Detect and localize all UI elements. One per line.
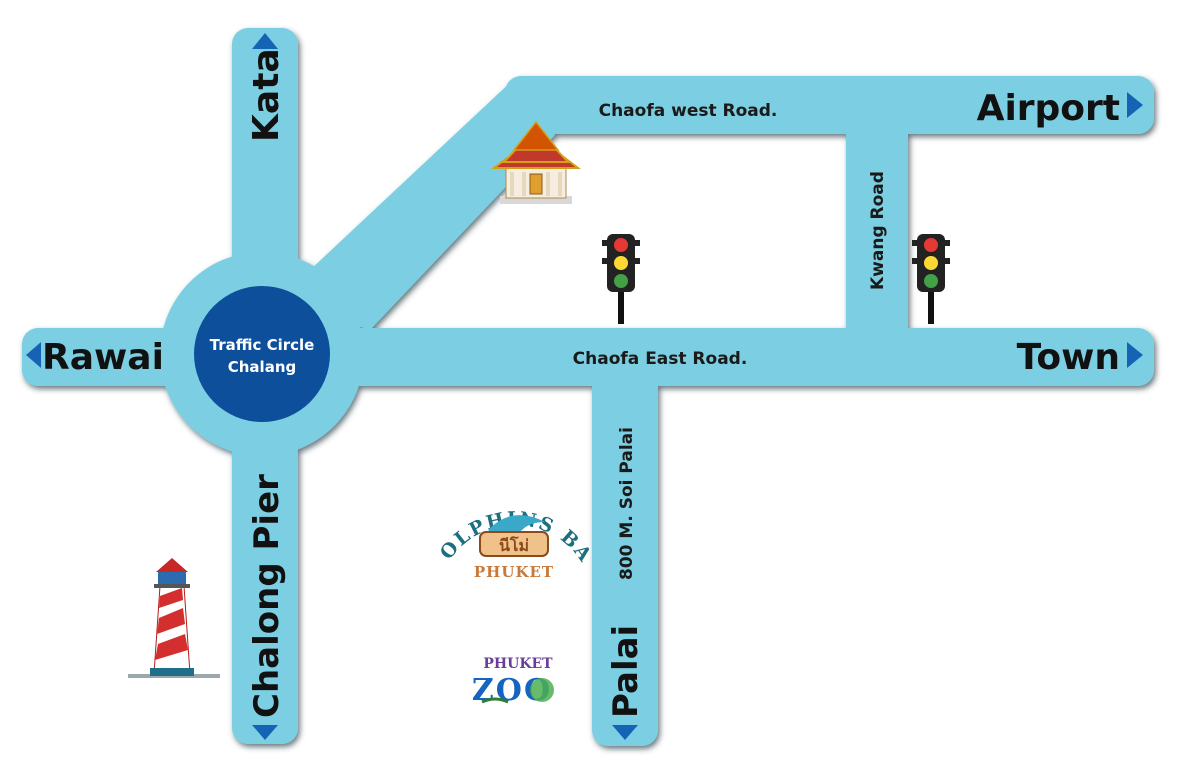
road-kwang [846,120,908,340]
road-label-chaofa-west: Chaofa west Road. [599,101,778,121]
temple-icon[interactable] [491,120,581,204]
traffic-circle-label-1: Traffic Circle [210,336,315,354]
arrow-left-icon [26,342,41,368]
road-label-kwang: Kwang Road [868,171,888,290]
destination-kata[interactable]: Kata [246,48,287,142]
road-chaofa-west [505,76,1154,134]
dolphins-bay-thai: นีโม่ [499,535,529,555]
traffic-light-icon [912,234,950,324]
arrow-right-icon [1127,92,1143,118]
arrow-up-icon [252,33,278,49]
road-label-chaofa-east: Chaofa East Road. [573,349,748,369]
road-soi-palai [592,370,658,746]
road-label-soi-palai: 800 M. Soi Palai [617,427,637,580]
arrow-right-icon [1127,342,1143,368]
road-chaofa-diagonal [278,78,555,330]
zoo-animal-icon [530,678,554,702]
traffic-light-icon [602,234,640,324]
destination-town[interactable]: Town [1017,337,1120,378]
arrow-down-icon [252,725,278,740]
destination-airport[interactable]: Airport [977,88,1120,129]
road-network [22,28,1154,746]
dolphins-bay-subtitle: PHUKET [474,563,554,581]
destination-chalong-pier[interactable]: Chalong Pier [247,474,287,718]
traffic-circle[interactable] [194,286,330,422]
phuket-zoo-logo[interactable]: PHUKET ZOO [472,656,554,708]
destination-palai[interactable]: Palai [606,625,646,718]
traffic-circle-label-2: Chalang [228,358,297,376]
arrow-down-icon [612,725,638,740]
destination-rawai[interactable]: Rawai [42,337,164,378]
lighthouse-icon[interactable] [128,558,220,678]
phuket-zoo-title: PHUKET [483,656,553,672]
